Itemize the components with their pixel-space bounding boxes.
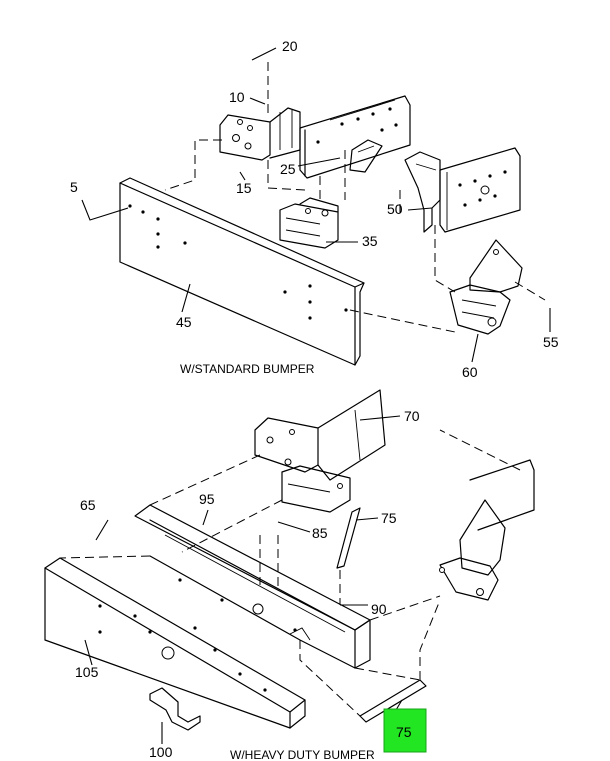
caption-standard-bumper: W/STANDARD BUMPER (180, 362, 315, 376)
bracket-35[interactable] (279, 197, 339, 249)
label-90[interactable]: 90 (371, 601, 387, 617)
plate-25[interactable] (349, 139, 383, 173)
label-105[interactable]: 105 (75, 664, 99, 680)
label-65[interactable]: 65 (80, 497, 96, 513)
label-20[interactable]: 20 (282, 38, 298, 54)
standard-bumper-45[interactable] (119, 177, 365, 366)
tow-hook-bracket-60[interactable] (449, 239, 523, 335)
label-70[interactable]: 70 (404, 408, 420, 424)
leaders-lower (84, 415, 403, 744)
strap-75-lower[interactable] (359, 679, 427, 723)
strap-75-upper[interactable] (336, 507, 361, 569)
heavy-bumper-105[interactable] (44, 557, 306, 729)
tow-hook-100[interactable] (149, 687, 201, 731)
frame-rail-lower-right (439, 459, 535, 601)
label-15[interactable]: 15 (236, 180, 252, 196)
bracket-70[interactable] (254, 389, 386, 481)
frame-rail-upper (299, 95, 411, 179)
bracket-15[interactable] (219, 107, 301, 161)
label-95[interactable]: 95 (199, 491, 215, 507)
label-5[interactable]: 5 (70, 179, 78, 195)
caption-heavy-duty-bumper: W/HEAVY DUTY BUMPER (230, 748, 375, 761)
label-25[interactable]: 25 (280, 161, 296, 177)
leaders-upper (81, 47, 551, 363)
crossmember-95[interactable] (134, 504, 371, 669)
label-60[interactable]: 60 (462, 364, 478, 380)
label-10[interactable]: 10 (229, 89, 245, 105)
label-45[interactable]: 45 (176, 314, 192, 330)
label-55[interactable]: 55 (543, 334, 559, 350)
label-100[interactable]: 100 (149, 744, 173, 760)
label-75-highlighted[interactable]: 75 (396, 724, 412, 740)
frame-rail-right (439, 147, 521, 233)
label-35[interactable]: 35 (362, 233, 378, 249)
assembly-lines-lower (59, 429, 521, 717)
label-50[interactable]: 50 (387, 201, 403, 217)
highlight-box-75[interactable] (383, 708, 427, 753)
assembly-lines-upper (164, 62, 546, 333)
bracket-50[interactable] (404, 151, 441, 233)
label-75-upper[interactable]: 75 (381, 510, 397, 526)
bracket-70-lower (281, 465, 351, 513)
label-85[interactable]: 85 (312, 525, 328, 541)
